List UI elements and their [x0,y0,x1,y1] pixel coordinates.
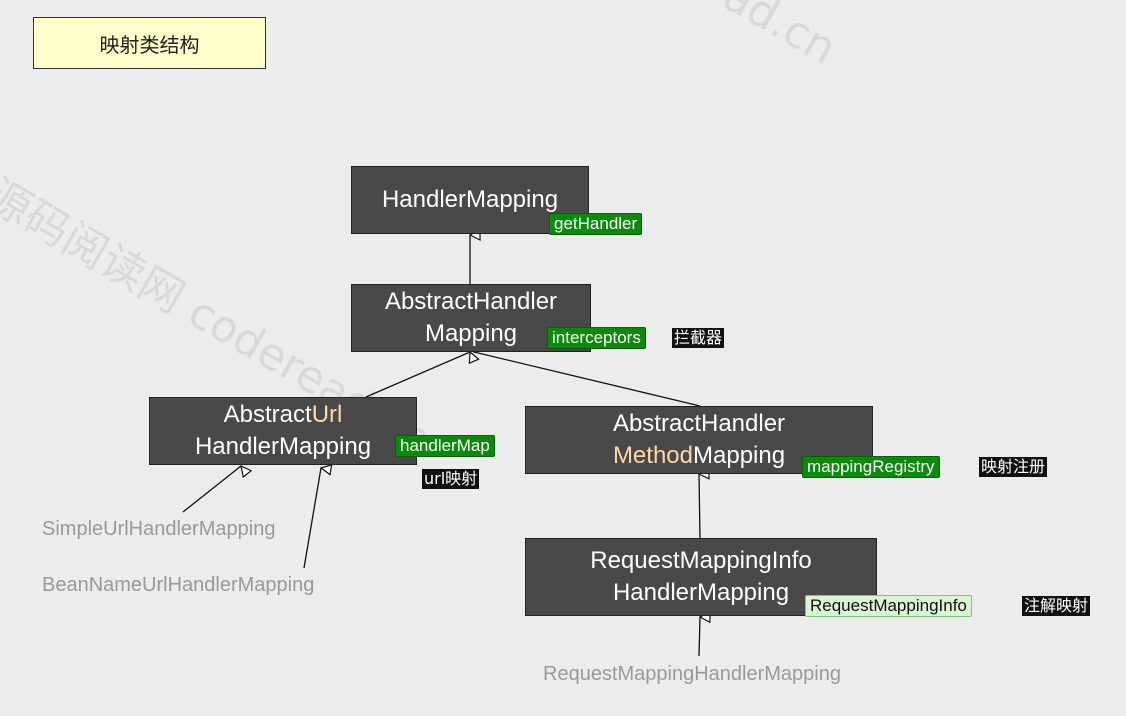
note-url-map: url映射 [422,469,480,489]
class-abstract-url-handler-mapping: AbstractUrl HandlerMapping [149,397,417,465]
class-label-line2: Mapping [424,320,518,347]
class-label: HandlerMapping [381,186,559,213]
arrow-rmi-to-method [699,474,700,539]
tag-handler-map: handlerMap [395,435,495,457]
class-label-line1: AbstractUrl [223,401,343,428]
note-interceptors: 拦截器 [672,328,725,348]
class-abstract-handler-mapping: AbstractHandler Mapping [351,284,591,352]
tag-interceptors: interceptors [547,327,646,349]
note-annotation-map: 注解映射 [1022,596,1091,616]
class-label-line1: RequestMappingInfo [590,547,812,574]
arrow-rm-to-rmi [698,617,700,657]
subclass-bean-name-url: BeanNameUrlHandlerMapping [42,574,315,596]
arrow-url-to-abstract [365,352,470,398]
subclass-request-mapping: RequestMappingHandlerMapping [543,663,841,685]
tag-request-mapping-info: RequestMappingInfo [805,595,972,617]
diagram-title: 映射类结构 [33,17,266,69]
class-label-line2: HandlerMapping [194,433,372,460]
tag-get-handler: getHandler [549,213,643,235]
class-label-line2: HandlerMapping [612,579,790,606]
class-label-line2: MethodMapping [612,442,786,469]
class-label-line1: AbstractHandler [384,288,558,315]
subclass-simple-url: SimpleUrlHandlerMapping [42,518,276,540]
arrow-beanname-to-url [303,468,321,569]
tag-mapping-registry: mappingRegistry [802,456,940,478]
class-label-line1: AbstractHandler [612,410,786,437]
note-mapping-registry: 映射注册 [979,457,1048,477]
arrow-simpleurl-to-url [182,466,241,513]
arrow-method-to-abstract [474,352,701,407]
